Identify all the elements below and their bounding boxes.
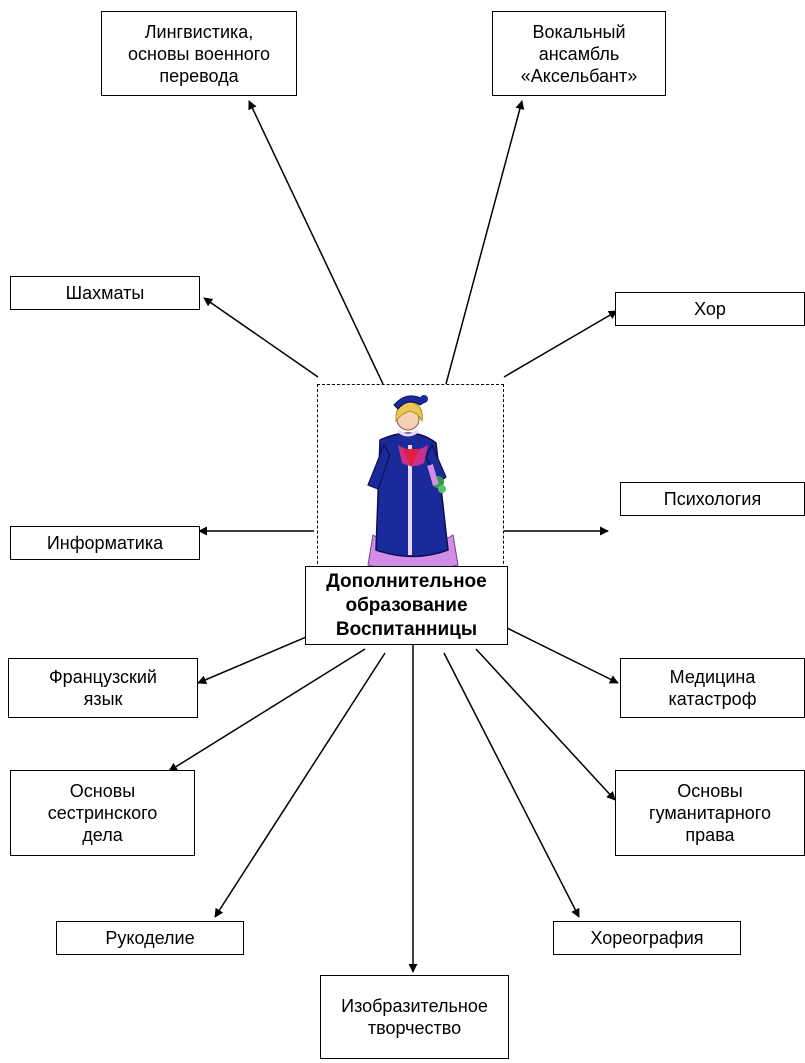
girl-figure-illustration (367, 395, 459, 572)
topic-box-disaster-medicine: Медицина катастроф (620, 658, 805, 718)
topic-box-humanitarian-law: Основы гуманитарного права (615, 770, 805, 856)
illustration-frame (317, 384, 504, 574)
topic-box-choir: Хор (615, 292, 805, 326)
center-title-box: Дополнительное образование Воспитанницы (305, 566, 508, 645)
topic-box-french: Французский язык (8, 658, 198, 718)
topic-box-vocal: Вокальный ансамбль «Аксельбант» (492, 11, 666, 96)
topic-box-chess: Шахматы (10, 276, 200, 310)
topic-box-needlework: Рукоделие (56, 921, 244, 955)
arrow-to-disaster-medicine (506, 627, 619, 684)
topic-box-linguistics: Лингвистика, основы военного перевода (101, 11, 297, 96)
arrow-to-nursing (168, 648, 366, 772)
arrow-to-choreography (443, 652, 580, 918)
arrow-to-vocal (445, 100, 525, 385)
topic-box-psychology: Психология (620, 482, 805, 516)
topic-box-choreography: Хореография (553, 921, 741, 955)
topic-box-informatics: Информатика (10, 526, 200, 560)
topic-box-nursing: Основы сестринского дела (10, 770, 195, 856)
arrow-to-humanitarian-law (475, 648, 616, 801)
topic-box-fine-arts: Изобразительное творчество (320, 975, 509, 1059)
arrow-to-chess (203, 297, 319, 378)
arrow-to-needlework (214, 652, 386, 918)
arrow-to-french (197, 631, 319, 684)
arrow-to-choir (503, 310, 618, 378)
arrow-to-linguistics (248, 100, 384, 385)
